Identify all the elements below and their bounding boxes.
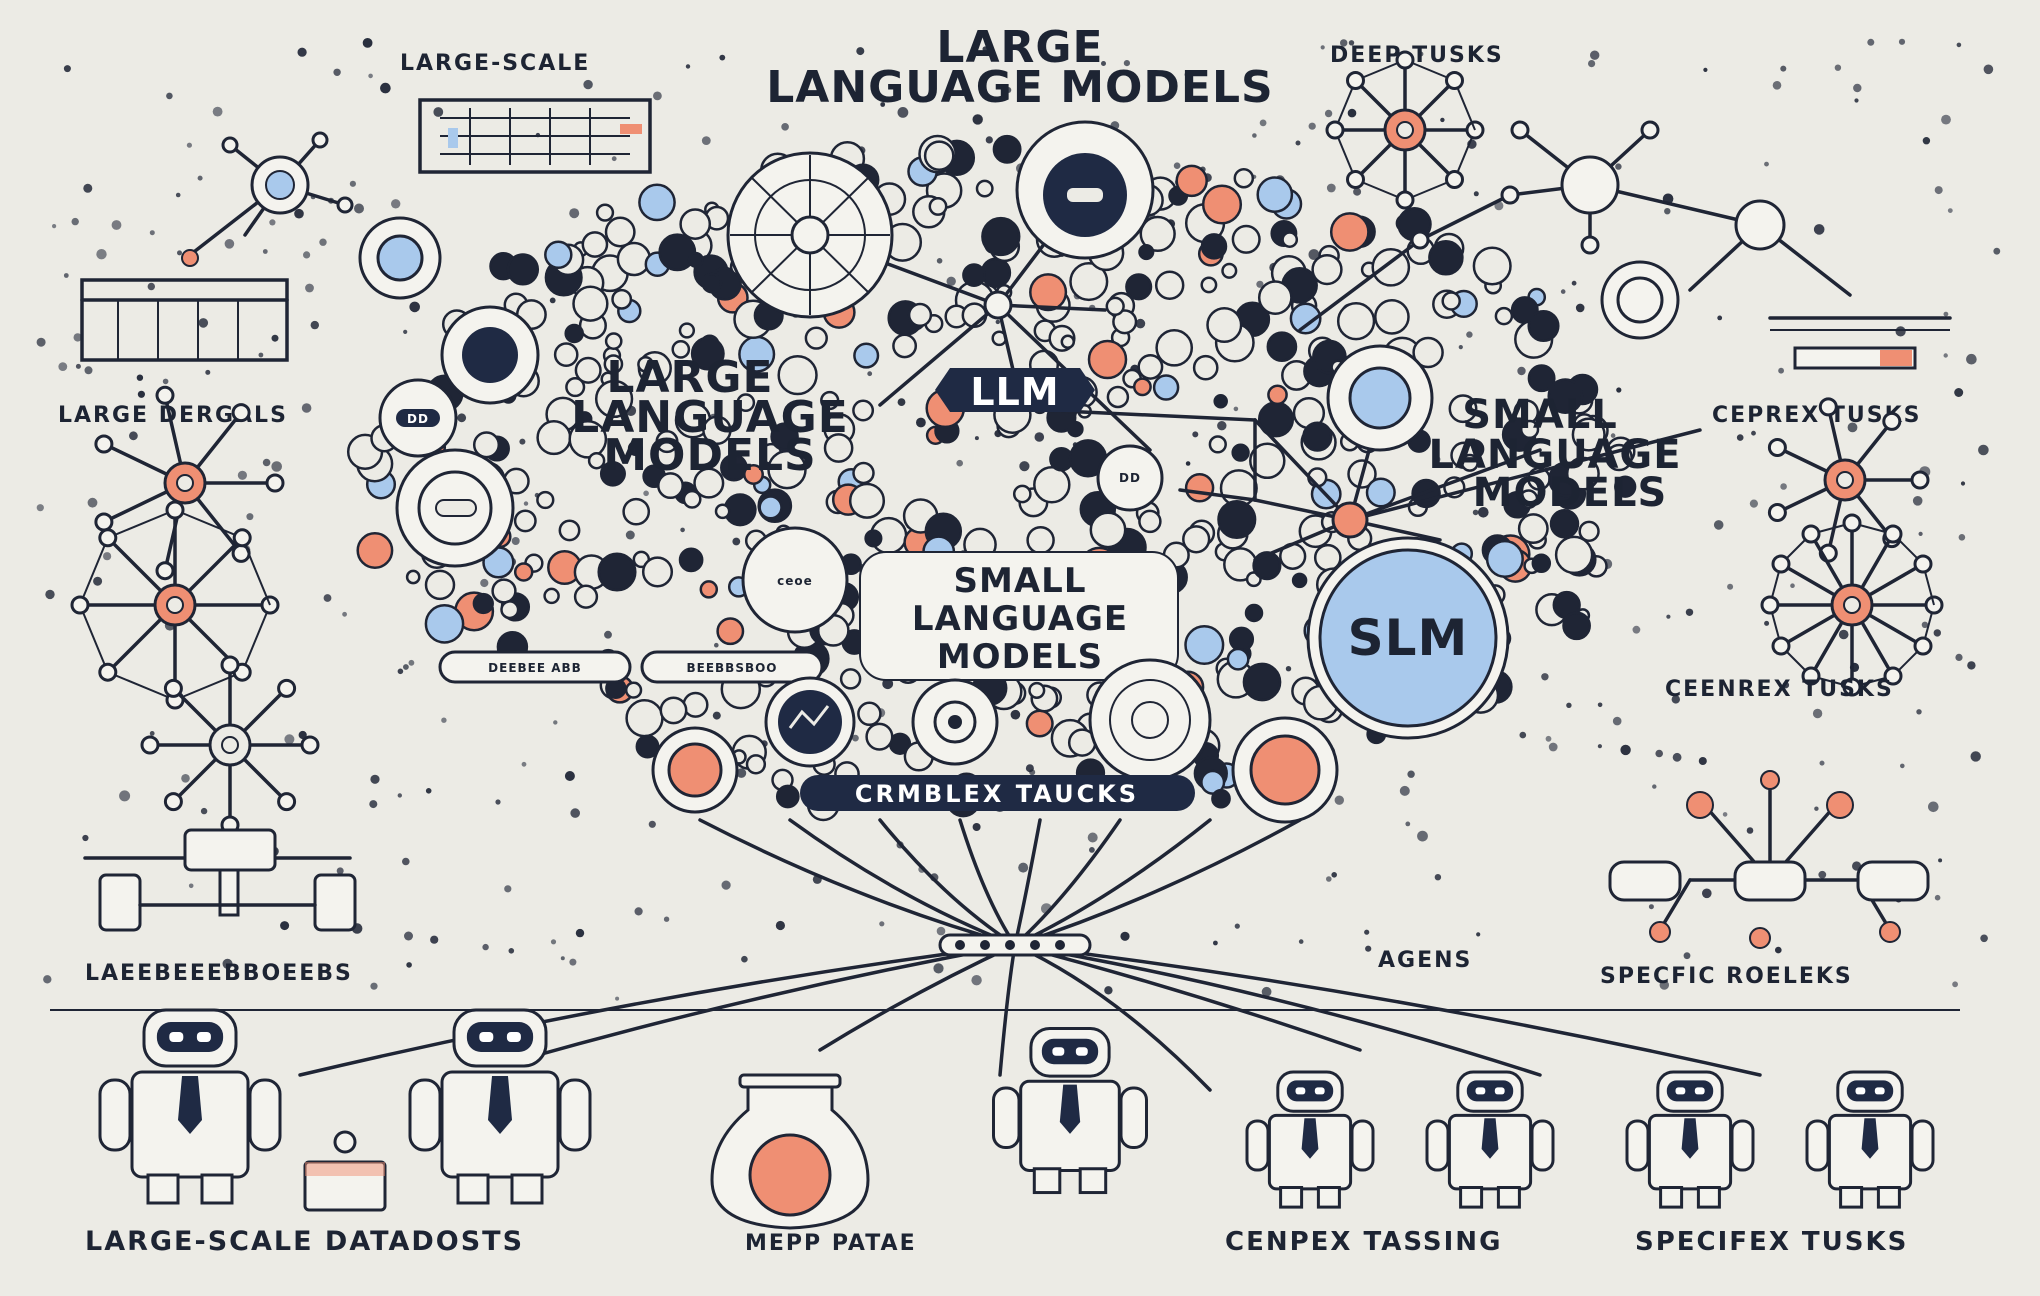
hub-node: [983, 290, 1013, 320]
connector-bar: [938, 933, 1092, 957]
label-datasets: LARGE-SCALE DATADOSTS: [85, 1226, 524, 1257]
label-cenpex: CENPEX TASSING: [1225, 1227, 1502, 1257]
node-orange: [1231, 716, 1339, 824]
slm-box-line2: LANGUAGE: [912, 599, 1128, 639]
label-large-scale: LARGE-SCALE: [400, 51, 590, 76]
llm-badge: LLM: [935, 368, 1095, 414]
slm-box-line1: SMALL: [954, 561, 1087, 601]
node-dark: [764, 676, 856, 768]
eye-icon: [1015, 120, 1155, 260]
llm-big-line1: LARGE: [606, 352, 773, 403]
pill-left: DEEBEE ABB: [438, 650, 632, 684]
network-icon: [1760, 513, 1944, 697]
network-icon: [1298, 120, 1852, 340]
robot-icon: [992, 1027, 1148, 1195]
chart-icon: [418, 98, 652, 174]
label-specific: SPECFIC ROELEKS: [1600, 964, 1853, 989]
label-left-bottom: LAEEBEEEBBOEEBS: [85, 961, 353, 986]
robot-icon: [1425, 1070, 1555, 1209]
svg-text:DD: DD: [407, 412, 429, 426]
robot-icon: [408, 1008, 592, 1205]
slm-big-line2: LANGUAGE: [1428, 432, 1681, 478]
node-dd-right: DD: [1096, 444, 1164, 512]
robot-icon: [1245, 1070, 1375, 1209]
label-agens: AGENS: [1378, 948, 1472, 973]
gear-icon: [395, 448, 515, 568]
title-line1: LARGE: [936, 22, 1103, 73]
label-mepp: MEPP PATAE: [745, 1231, 917, 1256]
network-icon: [1608, 770, 1930, 949]
robot-icon: [1625, 1070, 1755, 1209]
robot-icon: [83, 828, 357, 932]
robot-icon: [1805, 1070, 1935, 1209]
node-orange: [651, 726, 739, 814]
flask-icon: [710, 1073, 870, 1230]
box-icon: [303, 1130, 387, 1212]
svg-text:ceoe: ceoe: [777, 574, 813, 588]
complex-banner-label: CRMBLEX TAUCKS: [855, 780, 1139, 808]
node-dd-left: DD: [378, 378, 458, 458]
llm-big-line2: LANGUAGE: [571, 392, 849, 443]
svg-text:DD: DD: [1119, 471, 1141, 485]
slm-big-line3: MODELS: [1473, 470, 1668, 516]
title-line2: LANGUAGE MODELS: [766, 62, 1273, 113]
llm-badge-label: LLM: [970, 370, 1059, 414]
llm-big-line3: MODELS: [603, 430, 817, 481]
target-icon: [911, 678, 999, 766]
hub-node: [1331, 501, 1369, 539]
slm-big-label: SMALL LANGUAGE MODELS: [1326, 344, 1681, 516]
complex-banner: CRMBLEX TAUCKS: [800, 775, 1195, 811]
slm-box: SMALL LANGUAGE MODELS: [859, 551, 1179, 681]
gear-icon: [1088, 658, 1212, 782]
table-icon: [80, 278, 289, 362]
llm-big-label: LARGE LANGUAGE MODELS: [440, 305, 849, 481]
label-ceenrex-tusks: CEENREX TUSKS: [1665, 677, 1894, 702]
small-node: ceoe: [741, 526, 849, 634]
network-icon: [181, 131, 354, 267]
label-specifex: SPECIFEX TUSKS: [1635, 1227, 1908, 1257]
table-icon: [1768, 316, 1952, 370]
slm-badge: SLM: [1306, 536, 1510, 740]
robot-row: [98, 1008, 1935, 1209]
network-icon: [140, 655, 320, 835]
network-icon: [1325, 50, 1485, 210]
slm-badge-label: SLM: [1348, 609, 1469, 667]
slm-box-line3: MODELS: [937, 637, 1103, 677]
pill-right: BEEBBSBOO: [640, 650, 824, 684]
gear-icon: [726, 151, 894, 319]
network-icon: [70, 500, 280, 710]
robot-icon: [98, 1008, 282, 1205]
svg-text:DEEBEE ABB: DEEBEE ABB: [488, 661, 582, 675]
slm-big-line1: SMALL: [1462, 392, 1618, 438]
gear-icon: [358, 216, 442, 300]
svg-text:BEEBBSBOO: BEEBBSBOO: [686, 661, 777, 675]
